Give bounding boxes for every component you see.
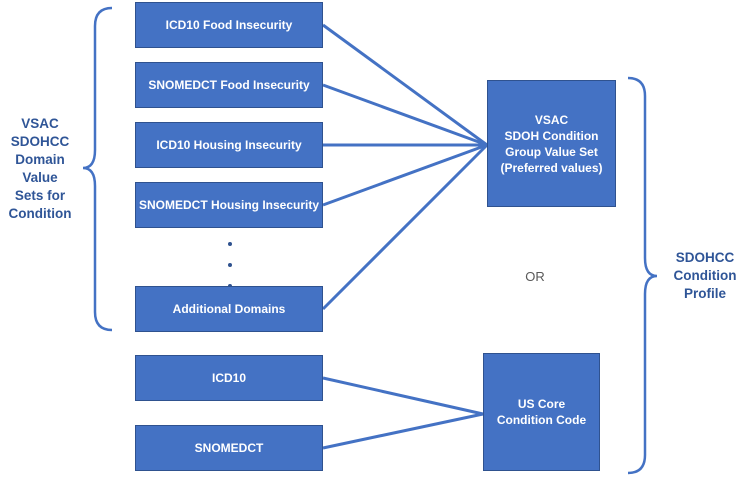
right-curly-brace [627, 76, 658, 475]
connector-snomed-housing-to-vsac [322, 143, 488, 207]
vsac-domain-value-sets-label: VSAC SDOHCC Domain Value Sets for Condit… [8, 116, 72, 221]
left-curly-brace [82, 6, 113, 332]
connector-icd10-food-to-vsac [322, 23, 488, 147]
additional-domains-box: Additional Domains [135, 286, 323, 332]
us-core-condition-code-box: US Core Condition Code [483, 353, 600, 471]
connector-icd10-to-uscore [322, 376, 484, 416]
connector-additional-to-vsac [321, 143, 489, 311]
sdohcc-condition-profile-label: SDOHCC Condition Profile [673, 250, 737, 301]
connector-snomed-food-to-vsac [322, 83, 488, 147]
snomedct-box: SNOMEDCT [135, 425, 323, 471]
icd10-food-insecurity-box: ICD10 Food Insecurity [135, 2, 323, 48]
icd10-housing-insecurity-box: ICD10 Housing Insecurity [135, 122, 323, 168]
icd10-box: ICD10 [135, 355, 323, 401]
snomedct-housing-insecurity-box: SNOMEDCT Housing Insecurity [135, 182, 323, 228]
vsac-condition-group-value-set-box: VSAC SDOH Condition Group Value Set (Pre… [487, 80, 616, 207]
snomedct-food-insecurity-box: SNOMEDCT Food Insecurity [135, 62, 323, 108]
connector-snomed-to-uscore [322, 412, 484, 450]
ellipsis-dots [228, 242, 232, 288]
or-label: OR [525, 269, 545, 284]
